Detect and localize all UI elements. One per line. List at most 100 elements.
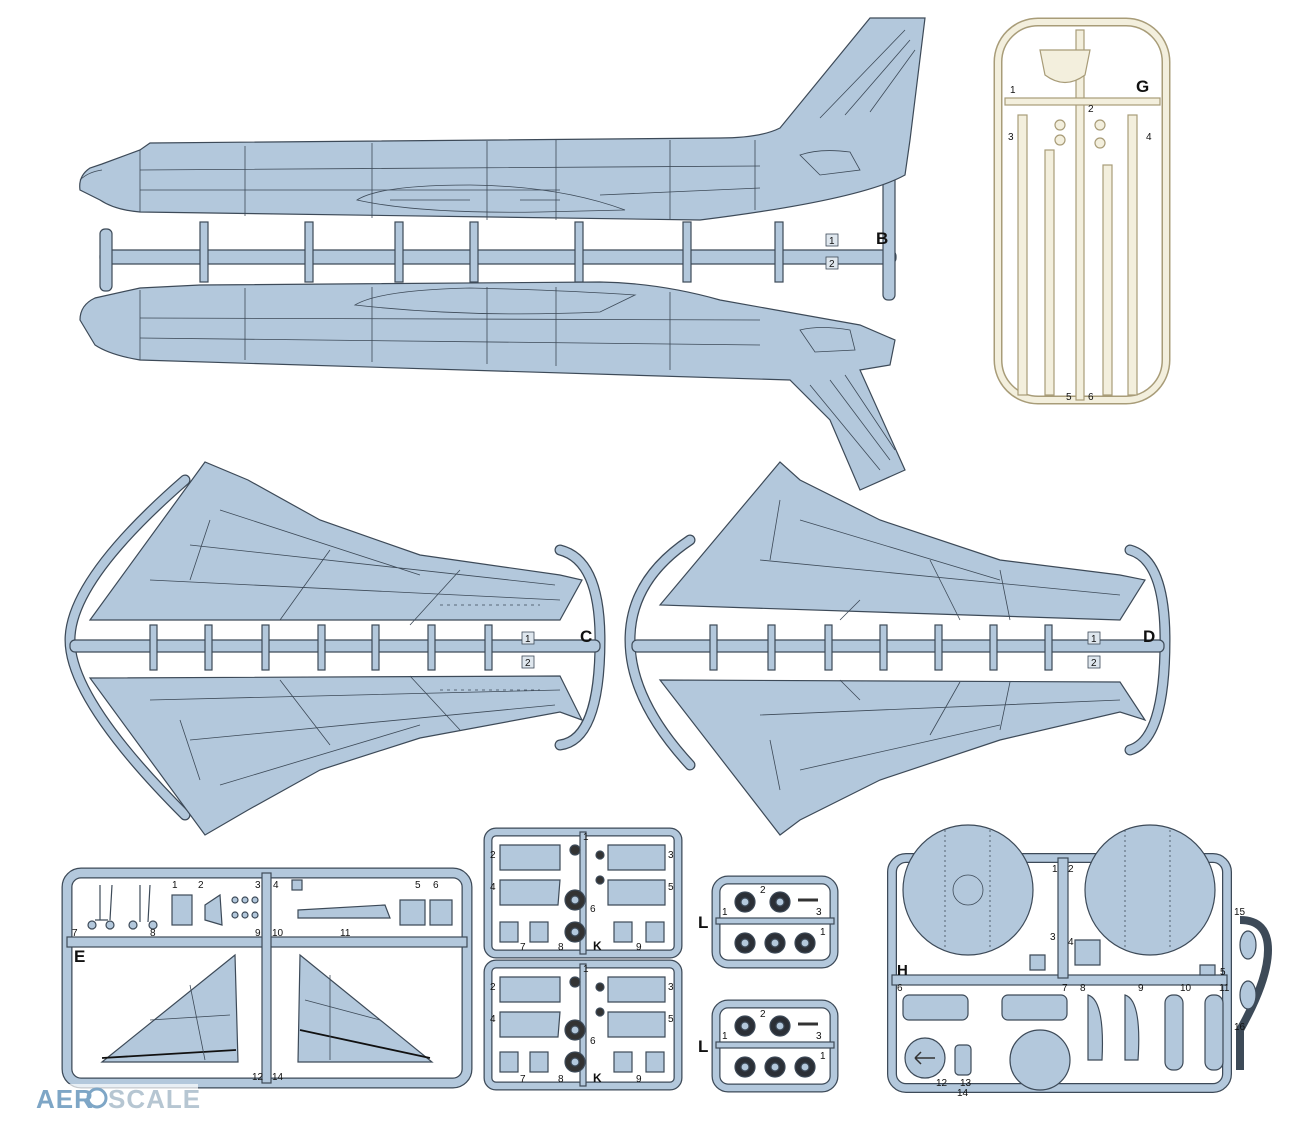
sprue-E-part-5: 5 [415,880,421,891]
fairing-halves [1087,994,1140,1061]
sprue-G-letter: G [1136,77,1149,96]
sprue-G-part-2: 2 [1088,104,1094,115]
antenna-strip [297,904,391,919]
sprue-E-part-6: 6 [433,880,439,891]
sprue-B: B 1 2 [79,17,926,491]
sprue-K-part: 8 [558,942,564,953]
sprue-G-part-5: 5 [1066,392,1072,403]
sprue-E-part-4: 4 [273,880,279,891]
sprue-L-1: L 2 3 1 1 [698,875,839,969]
sprue-L-part: 1 [820,1051,826,1062]
sprue-K-part: 1 [583,964,589,975]
sprue-D-part-1: 1 [1091,634,1097,645]
sprue-K-part: 9 [636,1074,642,1085]
sprue-H-part: 12 [936,1078,948,1089]
clear-windscreen [1039,49,1091,84]
aeroscale-watermark: AER SCALE [36,1084,200,1114]
sprue-B-tag [825,233,839,247]
wing-half-upper-D [658,461,1146,621]
sprue-L-part: 2 [760,885,766,896]
sprue-H-part: 13 [960,1078,972,1089]
clear-light-lens [1054,119,1066,131]
sprue-G-part-1: 1 [1010,85,1016,96]
wheels [734,891,816,954]
sprue-K-part: 5 [668,882,674,893]
sprue-G-part-6: 6 [1088,392,1094,403]
sprue-H-part: 16 [1234,1022,1246,1033]
sprue-E-letter: E [74,947,85,966]
sprue-B-runner [99,228,113,292]
fuselage-upper-panel-lines [79,29,916,220]
sprue-K-part: 6 [590,904,596,915]
sprue-L-part: 2 [760,1009,766,1020]
sprue-H-part: 14 [957,1088,969,1099]
clear-window-strip-6 [1102,164,1113,396]
small-tube-part [954,1044,972,1076]
sprue-E-part-1: 1 [172,880,178,891]
sprue-C-part-2: 2 [525,658,531,669]
sprue-L-part: 1 [722,907,728,918]
sprue-H-part: 4 [1068,937,1074,948]
sprue-B-letter: B [876,229,888,248]
sprue-C-gates [149,624,493,671]
small-part [204,893,223,926]
sprue-E-part-2: 2 [198,880,204,891]
clear-window-strip-3 [1017,114,1028,396]
sprue-E-part-14: 14 [272,1072,284,1083]
sprue-K-part: 4 [490,882,496,893]
sprue-K-part: 6 [590,1036,596,1047]
sprue-E-runner [261,872,272,1084]
sprue-L-letter: L [698,913,708,932]
sprue-L-part: 1 [722,1031,728,1042]
sprue-H-part: 6 [897,983,903,994]
small-parts-cluster [231,896,259,919]
sprue-H-part: 3 [1050,932,1056,943]
sprue-L-part: 1 [820,927,826,938]
sprue-E-part-10: 10 [272,928,284,939]
sprue-G-runner [1075,29,1085,401]
gear-legs [87,884,158,930]
fairing-part [1001,994,1068,1021]
sprue-G-part-4: 4 [1146,132,1152,143]
sprue-E-part-7: 7 [72,928,78,939]
sprue-K-part: 4 [490,1014,496,1025]
sprue-K-part: 8 [558,1074,564,1085]
ventral-fin-part [1164,994,1184,1071]
horizontal-stabilizer-left [100,953,239,1063]
sprue-C-letter: C [580,627,592,646]
radome-disc-right [1084,824,1216,956]
clear-light-lens [1054,134,1066,146]
sprue-D-gates [709,624,1053,671]
sprue-K-part: 7 [520,1074,526,1085]
clear-window-strip-4 [1127,114,1138,396]
sprue-K-part: 5 [668,1014,674,1025]
watermark-globe-icon [86,1087,108,1109]
sprue-H-part: 9 [1138,983,1144,994]
sprue-H-letter: H [897,962,908,979]
ventral-fin-part [1204,994,1224,1071]
sprue-K-1: K 1 2 3 4 5 6 7 8 9 [483,827,683,959]
sprue-H-part: 10 [1180,983,1192,994]
sprue-K-part: 3 [668,982,674,993]
sprue-H-part: 7 [1062,983,1068,994]
clear-light-lens [1094,119,1106,131]
fuselage-half-upper [79,17,926,221]
horizontal-stabilizer-right [297,953,434,1063]
fuselage-lower-panel-lines [139,287,896,471]
sprue-E-part-3: 3 [255,880,261,891]
fuselage-half-lower [79,281,906,491]
sprue-E-part-9: 9 [255,928,261,939]
sprue-L-letter: L [698,1037,708,1056]
sprue-B-gates [199,221,784,283]
fairing-part [902,994,969,1021]
sprue-H-part: 8 [1080,983,1086,994]
sprue-D-part-2: 2 [1091,658,1097,669]
sprue-E-part-8: 8 [150,928,156,939]
sprue-H-part: 5 [1220,967,1226,978]
wing-half-lower-D [658,679,1147,836]
sprue-L-part: 3 [816,907,822,918]
clear-window-strip-5 [1044,149,1055,396]
sprue-B-tag [825,256,839,270]
